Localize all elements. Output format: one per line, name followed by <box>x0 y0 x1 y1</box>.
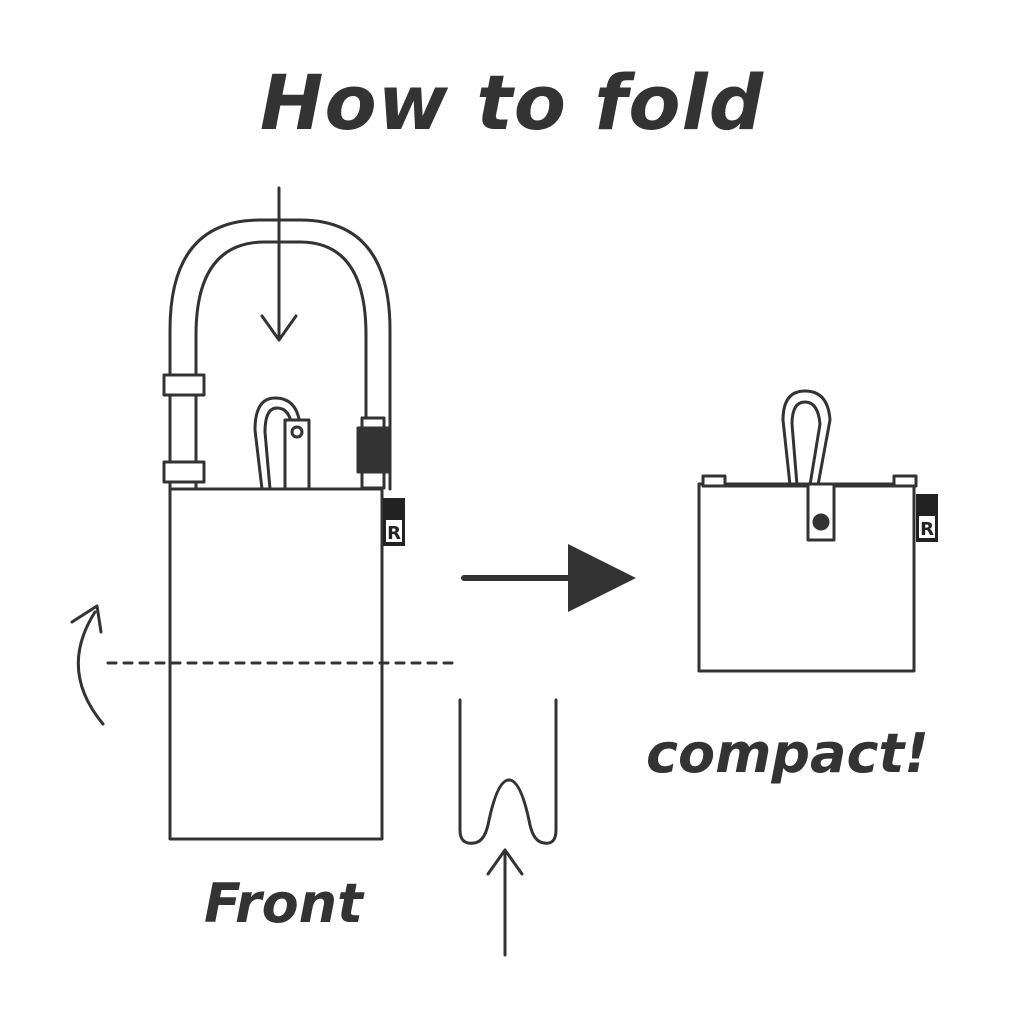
arrow-down-icon <box>260 186 298 342</box>
carabiner-icon <box>253 396 311 491</box>
arrow-right-icon <box>461 544 636 612</box>
curved-fold-arrow-icon <box>70 604 105 726</box>
carabiner-icon <box>781 389 832 487</box>
side-profile <box>458 698 558 957</box>
brand-tag-icon <box>916 494 938 542</box>
snap-strap <box>806 482 836 542</box>
tag-letter: R <box>387 523 401 544</box>
brand-tag-icon <box>383 498 405 546</box>
tag-letter: R <box>920 519 934 540</box>
unfolded-bag <box>70 186 460 841</box>
diagram-title: How to fold <box>259 58 765 147</box>
front-label: Front <box>204 872 363 935</box>
compact-label: compact! <box>646 722 929 785</box>
bag-handle <box>162 218 392 491</box>
folded-bag <box>697 389 938 673</box>
arrow-up-icon <box>486 848 524 957</box>
